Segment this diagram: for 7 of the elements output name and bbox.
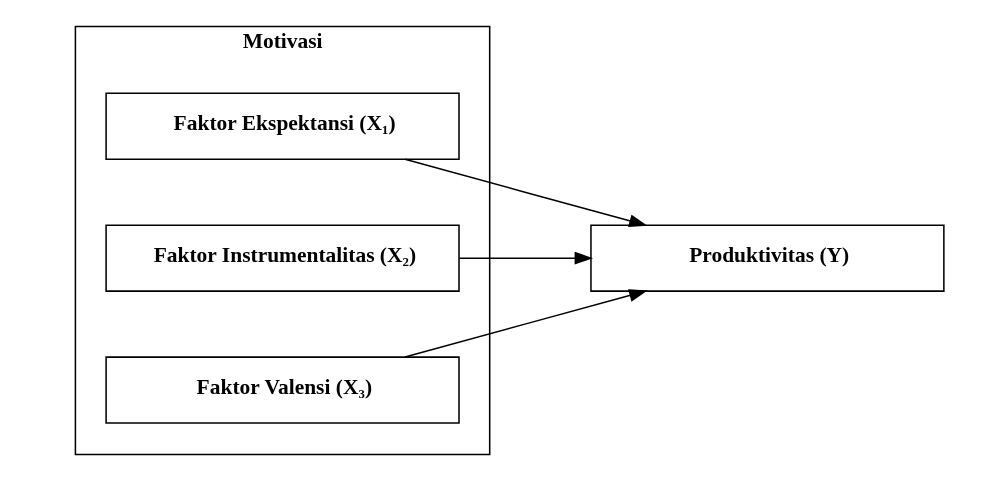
node-box: Faktor Instrumentalitas (X₂) <box>105 224 460 292</box>
arrow <box>404 289 648 358</box>
arrow <box>458 251 594 265</box>
arrow <box>404 158 648 228</box>
node-box: Faktor Valensi (X₃) <box>105 356 460 424</box>
node-box: Produktivitas (Y) <box>590 224 945 292</box>
node-box: Faktor Ekspektansi (X₁) <box>105 92 460 160</box>
